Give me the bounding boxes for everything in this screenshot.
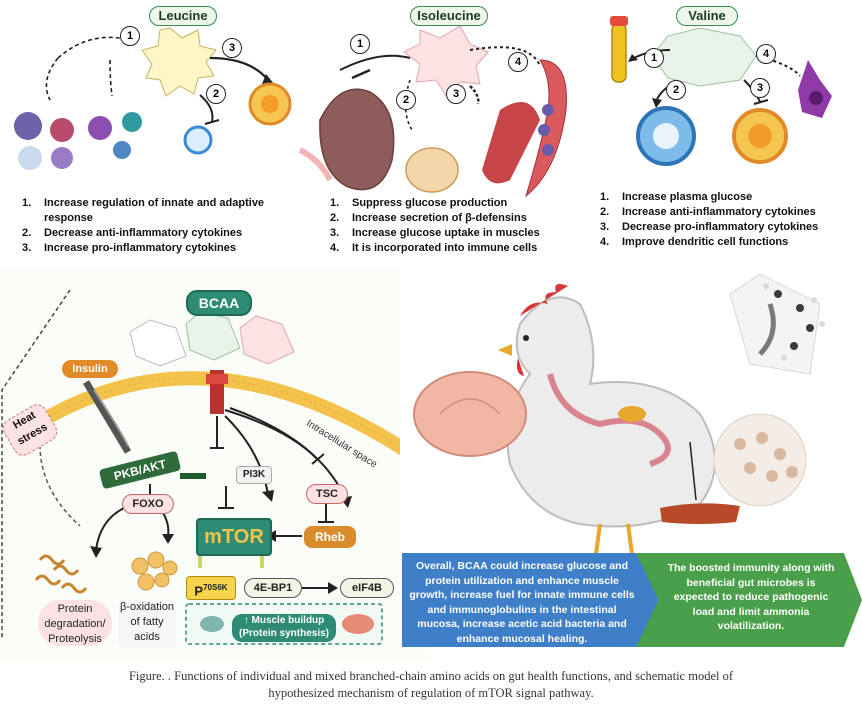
tsc-label: TSC [306, 484, 348, 504]
muscle-buildup-text: Muscle buildup [251, 615, 325, 626]
list-number: 1. [22, 197, 32, 209]
top-illustrations [14, 16, 832, 198]
valine-title: Valine [676, 6, 738, 26]
list-number: 4. [330, 242, 340, 254]
isoleucine-illustration [298, 25, 567, 198]
list-text: Decrease pro-inflammatory cytokines [622, 221, 819, 233]
isoleucine-marker-4: 4 [508, 52, 528, 72]
list-item: 3. Decrease pro-inflammatory cytokines [600, 220, 850, 235]
list-number: 3. [22, 242, 32, 254]
valine-marker-3: 3 [750, 78, 770, 98]
valine-illustration [610, 16, 832, 166]
up-arrow-icon: ↑ [243, 615, 249, 626]
list-text: Decrease anti-inflammatory cytokines [44, 227, 243, 239]
rheb-label: Rheb [304, 526, 356, 548]
figure-caption: Figure. . Functions of individual and mi… [0, 668, 862, 702]
list-item: 4. It is incorporated into immune cells [330, 241, 580, 256]
muscle-buildup-label: ↑ Muscle buildup (Protein synthesis) [232, 614, 336, 642]
leucine-marker-3: 3 [222, 38, 242, 58]
protein-degradation-label: Protein degradation/ Proteolysis [38, 600, 112, 646]
insulin-label: Insulin [62, 360, 118, 378]
list-item: 4. Improve dendritic cell functions [600, 235, 850, 250]
mtor-label: mTOR [196, 518, 272, 556]
list-number: 4. [600, 236, 610, 248]
list-text: Increase anti-inflammatory cytokines [622, 206, 816, 218]
caption-line-1: Figure. . Functions of individual and mi… [128, 669, 734, 683]
list-item: 1. Suppress glucose production [330, 196, 580, 211]
list-text: Suppress glucose production [352, 197, 508, 209]
list-item: 1. Increase regulation of innate and adap… [22, 196, 272, 226]
list-text: Increase secretion of β-defensins [352, 212, 527, 224]
summary-right-text: The boosted immunity along with benefici… [667, 562, 835, 632]
isoleucine-marker-3: 3 [446, 84, 466, 104]
chicken-illustration [400, 264, 862, 554]
list-item: 2. Decrease anti-inflammatory cytokines [22, 226, 272, 241]
list-text: It is incorporated into immune cells [352, 242, 538, 254]
foxo-label: FOXO [122, 494, 174, 514]
summary-left-banner: Overall, BCAA could increase glucose and… [402, 553, 660, 647]
beta-oxidation-label: β-oxidation of fatty acids [118, 600, 176, 648]
leucine-marker-2: 2 [206, 84, 226, 104]
bcaa-label: BCAA [186, 290, 252, 316]
list-text: Increase pro-inflammatory cytokines [44, 242, 236, 254]
list-number: 2. [22, 227, 32, 239]
eif4b-label: eIF4B [340, 578, 394, 598]
p70s6k-label: P70S6K [186, 576, 236, 600]
caption-line-2: hypothesized mechanism of regulation of … [268, 686, 594, 700]
list-text: Improve dendritic cell functions [622, 236, 789, 248]
leucine-functions-list: 1. Increase regulation of innate and adap… [22, 196, 272, 256]
list-item: 2. Increase anti-inflammatory cytokines [600, 205, 850, 220]
p70s6k-main: P [194, 583, 204, 599]
list-text: Increase regulation of innate and adapti… [44, 197, 265, 224]
list-item: 3. Increase glucose uptake in muscles [330, 226, 580, 241]
list-item: 3. Increase pro-inflammatory cytokines [22, 241, 272, 256]
muscle-buildup-title: ↑ Muscle buildup [232, 614, 336, 627]
summary-right-banner: The boosted immunity along with benefici… [636, 553, 862, 647]
p70s6k-superscript: 70S6K [203, 583, 228, 592]
list-text: Increase glucose uptake in muscles [352, 227, 540, 239]
pi3k-label: PI3K [236, 466, 272, 484]
leucine-title: Leucine [149, 6, 217, 26]
list-number: 1. [600, 191, 610, 203]
isoleucine-marker-2: 2 [396, 90, 416, 110]
list-number: 1. [330, 197, 340, 209]
leucine-marker-1: 1 [120, 26, 140, 46]
list-text: Increase plasma glucose [622, 191, 753, 203]
dashed-frame [1, 289, 71, 640]
summary-left-text: Overall, BCAA could increase glucose and… [409, 560, 635, 645]
list-item: 1. Increase plasma glucose [600, 190, 850, 205]
list-number: 3. [600, 221, 610, 233]
isoleucine-marker-1: 1 [350, 34, 370, 54]
list-number: 2. [600, 206, 610, 218]
isoleucine-functions-list: 1. Suppress glucose production 2. Increase… [330, 196, 580, 256]
valine-marker-2: 2 [666, 80, 686, 100]
leucine-illustration [14, 27, 292, 170]
valine-marker-4: 4 [756, 44, 776, 64]
isoleucine-title: Isoleucine [410, 6, 488, 26]
protein-synthesis-text: (Protein synthesis) [238, 628, 330, 639]
list-number: 2. [330, 212, 340, 224]
valine-functions-list: 1. Increase plasma glucose 2. Increase ant… [600, 190, 850, 250]
valine-marker-1: 1 [644, 48, 664, 68]
list-number: 3. [330, 227, 340, 239]
list-item: 2. Increase secretion of β-defensins [330, 211, 580, 226]
4e-bp1-label: 4E-BP1 [244, 578, 302, 598]
